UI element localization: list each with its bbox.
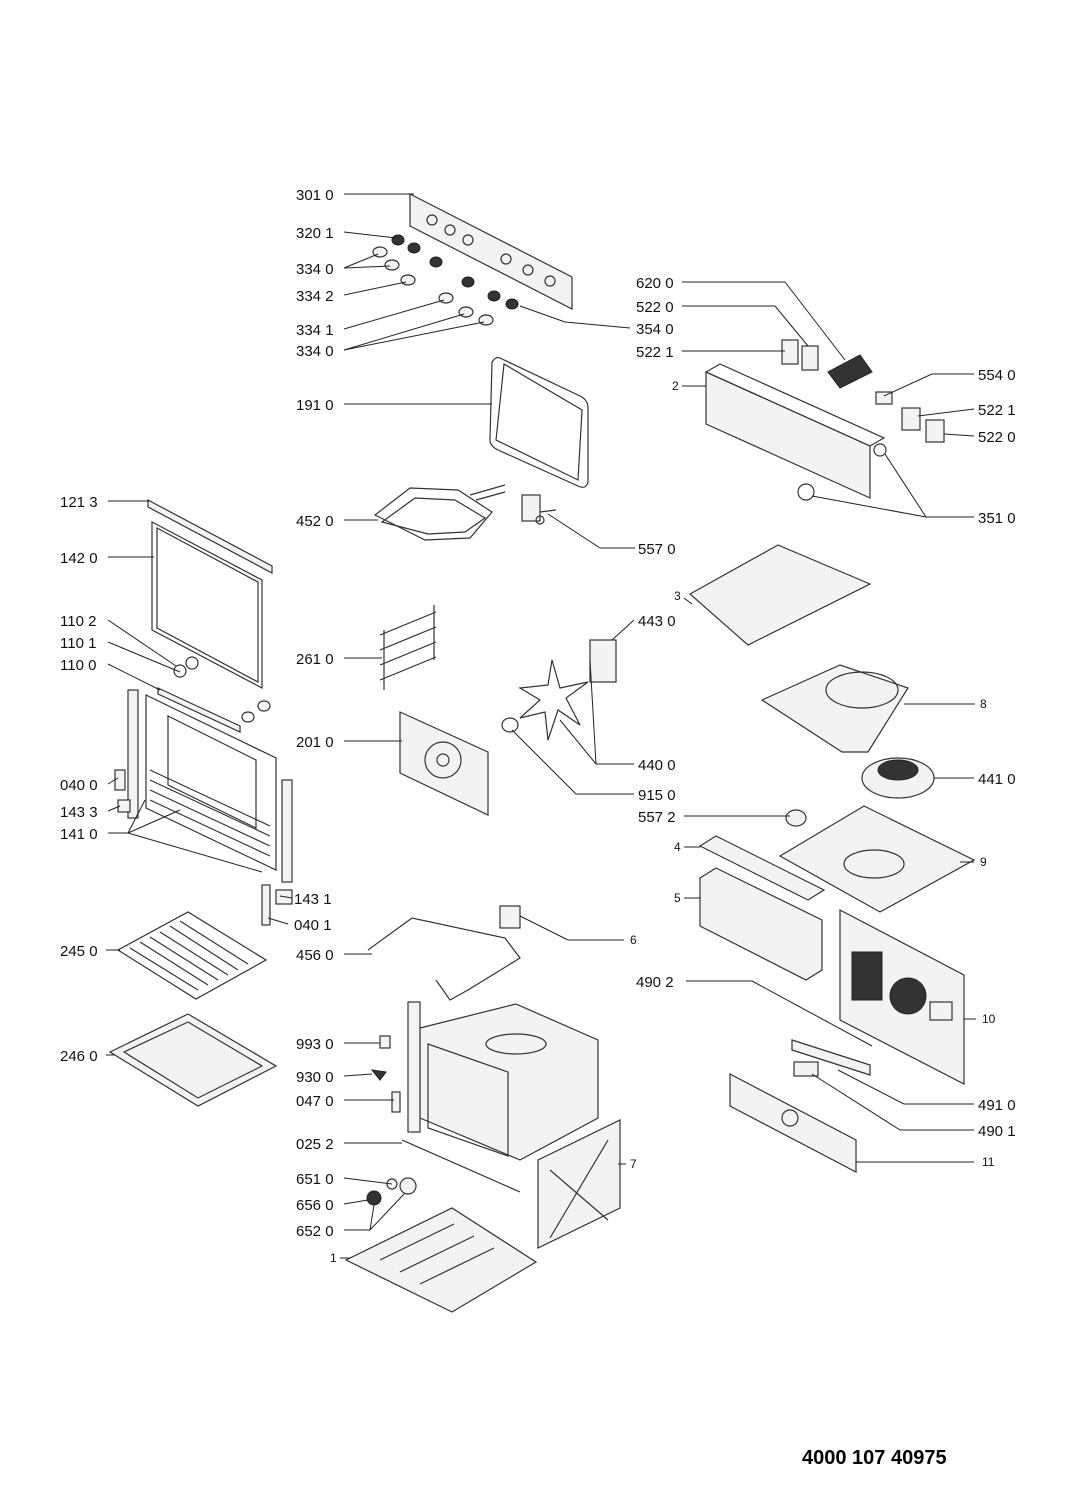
label-491-0: 491 0 <box>978 1097 1016 1114</box>
label-8: 8 <box>980 697 987 711</box>
outer-glass-part <box>151 521 263 689</box>
lower-element-part <box>367 905 521 1001</box>
safety-thermostat-part <box>785 809 807 827</box>
air-duct-part <box>698 835 826 981</box>
label-6: 6 <box>630 933 637 947</box>
label-4: 4 <box>674 840 681 854</box>
label-7: 7 <box>630 1157 637 1171</box>
label-651-0: 651 0 <box>296 1171 334 1188</box>
fan-housing-part <box>760 664 909 753</box>
label-452-0: 452 0 <box>296 513 334 530</box>
label-915-0: 915 0 <box>638 787 676 804</box>
label-246-0: 246 0 <box>60 1048 98 1065</box>
bottom-plate-part <box>344 1207 538 1313</box>
top-cover-part <box>688 544 872 646</box>
shelf-supports-part <box>379 605 437 690</box>
label-522-1-b: 522 1 <box>978 402 1016 419</box>
label-245-0: 245 0 <box>60 943 98 960</box>
label-334-2: 334 2 <box>296 288 334 305</box>
small-parts <box>366 1035 417 1206</box>
label-110-0: 110 0 <box>60 657 96 674</box>
label-121-3: 121 3 <box>60 494 98 511</box>
front-frame-part <box>537 1119 621 1249</box>
label-040-0: 040 0 <box>60 777 98 794</box>
door-top-profile-part <box>147 499 273 574</box>
label-110-2: 110 2 <box>60 613 96 630</box>
label-557-2: 557 2 <box>638 809 676 826</box>
label-351-0: 351 0 <box>978 510 1016 527</box>
label-201-0: 201 0 <box>296 734 334 751</box>
label-320-1: 320 1 <box>296 225 334 242</box>
door-seal-part <box>489 356 589 488</box>
back-panel-part <box>839 909 965 1085</box>
label-620-0: 620 0 <box>636 275 674 292</box>
rear-fan-cover-part <box>399 711 489 816</box>
label-5: 5 <box>674 891 681 905</box>
terminal-block-part <box>791 1039 871 1077</box>
label-656-0: 656 0 <box>296 1197 334 1214</box>
baking-tray-part <box>108 1013 278 1107</box>
label-456-0: 456 0 <box>296 947 334 964</box>
label-025-2: 025 2 <box>296 1136 334 1153</box>
label-490-2: 490 2 <box>636 974 674 991</box>
label-110-1: 110 1 <box>60 635 96 652</box>
label-993-0: 993 0 <box>296 1036 334 1053</box>
knobs-part <box>372 234 519 326</box>
leader-lines <box>106 193 976 1259</box>
label-261-0: 261 0 <box>296 651 334 668</box>
thermostat-part <box>521 494 557 525</box>
label-522-1-a: 522 1 <box>636 344 674 361</box>
part-labels: 301 0 320 1 334 0 334 2 334 1 334 0 354 … <box>60 187 1016 1265</box>
label-334-0-b: 334 0 <box>296 343 334 360</box>
control-panel-part <box>409 193 573 310</box>
label-522-0-a: 522 0 <box>636 299 674 316</box>
label-141-0: 141 0 <box>60 826 98 843</box>
cooling-plate-part <box>778 805 976 913</box>
label-652-0: 652 0 <box>296 1223 334 1240</box>
label-443-0: 443 0 <box>638 613 676 630</box>
relay-block-part <box>781 339 945 501</box>
label-301-0: 301 0 <box>296 187 334 204</box>
label-1: 1 <box>330 1251 337 1265</box>
inner-door-part <box>114 656 293 926</box>
label-142-0: 142 0 <box>60 550 98 567</box>
label-334-0-a: 334 0 <box>296 261 334 278</box>
oven-cavity-part <box>401 1001 599 1193</box>
label-047-0: 047 0 <box>296 1093 334 1110</box>
lower-panel-part <box>729 1073 857 1173</box>
label-2: 2 <box>672 379 679 393</box>
label-143-1: 143 1 <box>294 891 332 908</box>
electronic-bracket-part <box>704 363 886 499</box>
document-code: 4000 107 40975 <box>802 1447 947 1469</box>
oven-rack-part <box>116 911 268 1000</box>
label-11: 11 <box>982 1155 995 1169</box>
label-440-0: 440 0 <box>638 757 676 774</box>
label-557-0: 557 0 <box>638 541 676 558</box>
label-3: 3 <box>674 589 681 603</box>
label-522-0-b: 522 0 <box>978 429 1016 446</box>
label-9: 9 <box>980 855 987 869</box>
label-191-0: 191 0 <box>296 397 334 414</box>
label-143-3: 143 3 <box>60 804 98 821</box>
label-354-0: 354 0 <box>636 321 674 338</box>
label-334-1: 334 1 <box>296 322 334 339</box>
label-490-1: 490 1 <box>978 1123 1016 1140</box>
label-040-1: 040 1 <box>294 917 332 934</box>
label-10: 10 <box>982 1012 996 1026</box>
label-441-0: 441 0 <box>978 771 1016 788</box>
tangential-fan-part <box>861 757 935 799</box>
label-930-0: 930 0 <box>296 1069 334 1086</box>
fan-motor-part <box>501 639 617 741</box>
label-554-0: 554 0 <box>978 367 1016 384</box>
grill-element-part <box>373 484 506 541</box>
